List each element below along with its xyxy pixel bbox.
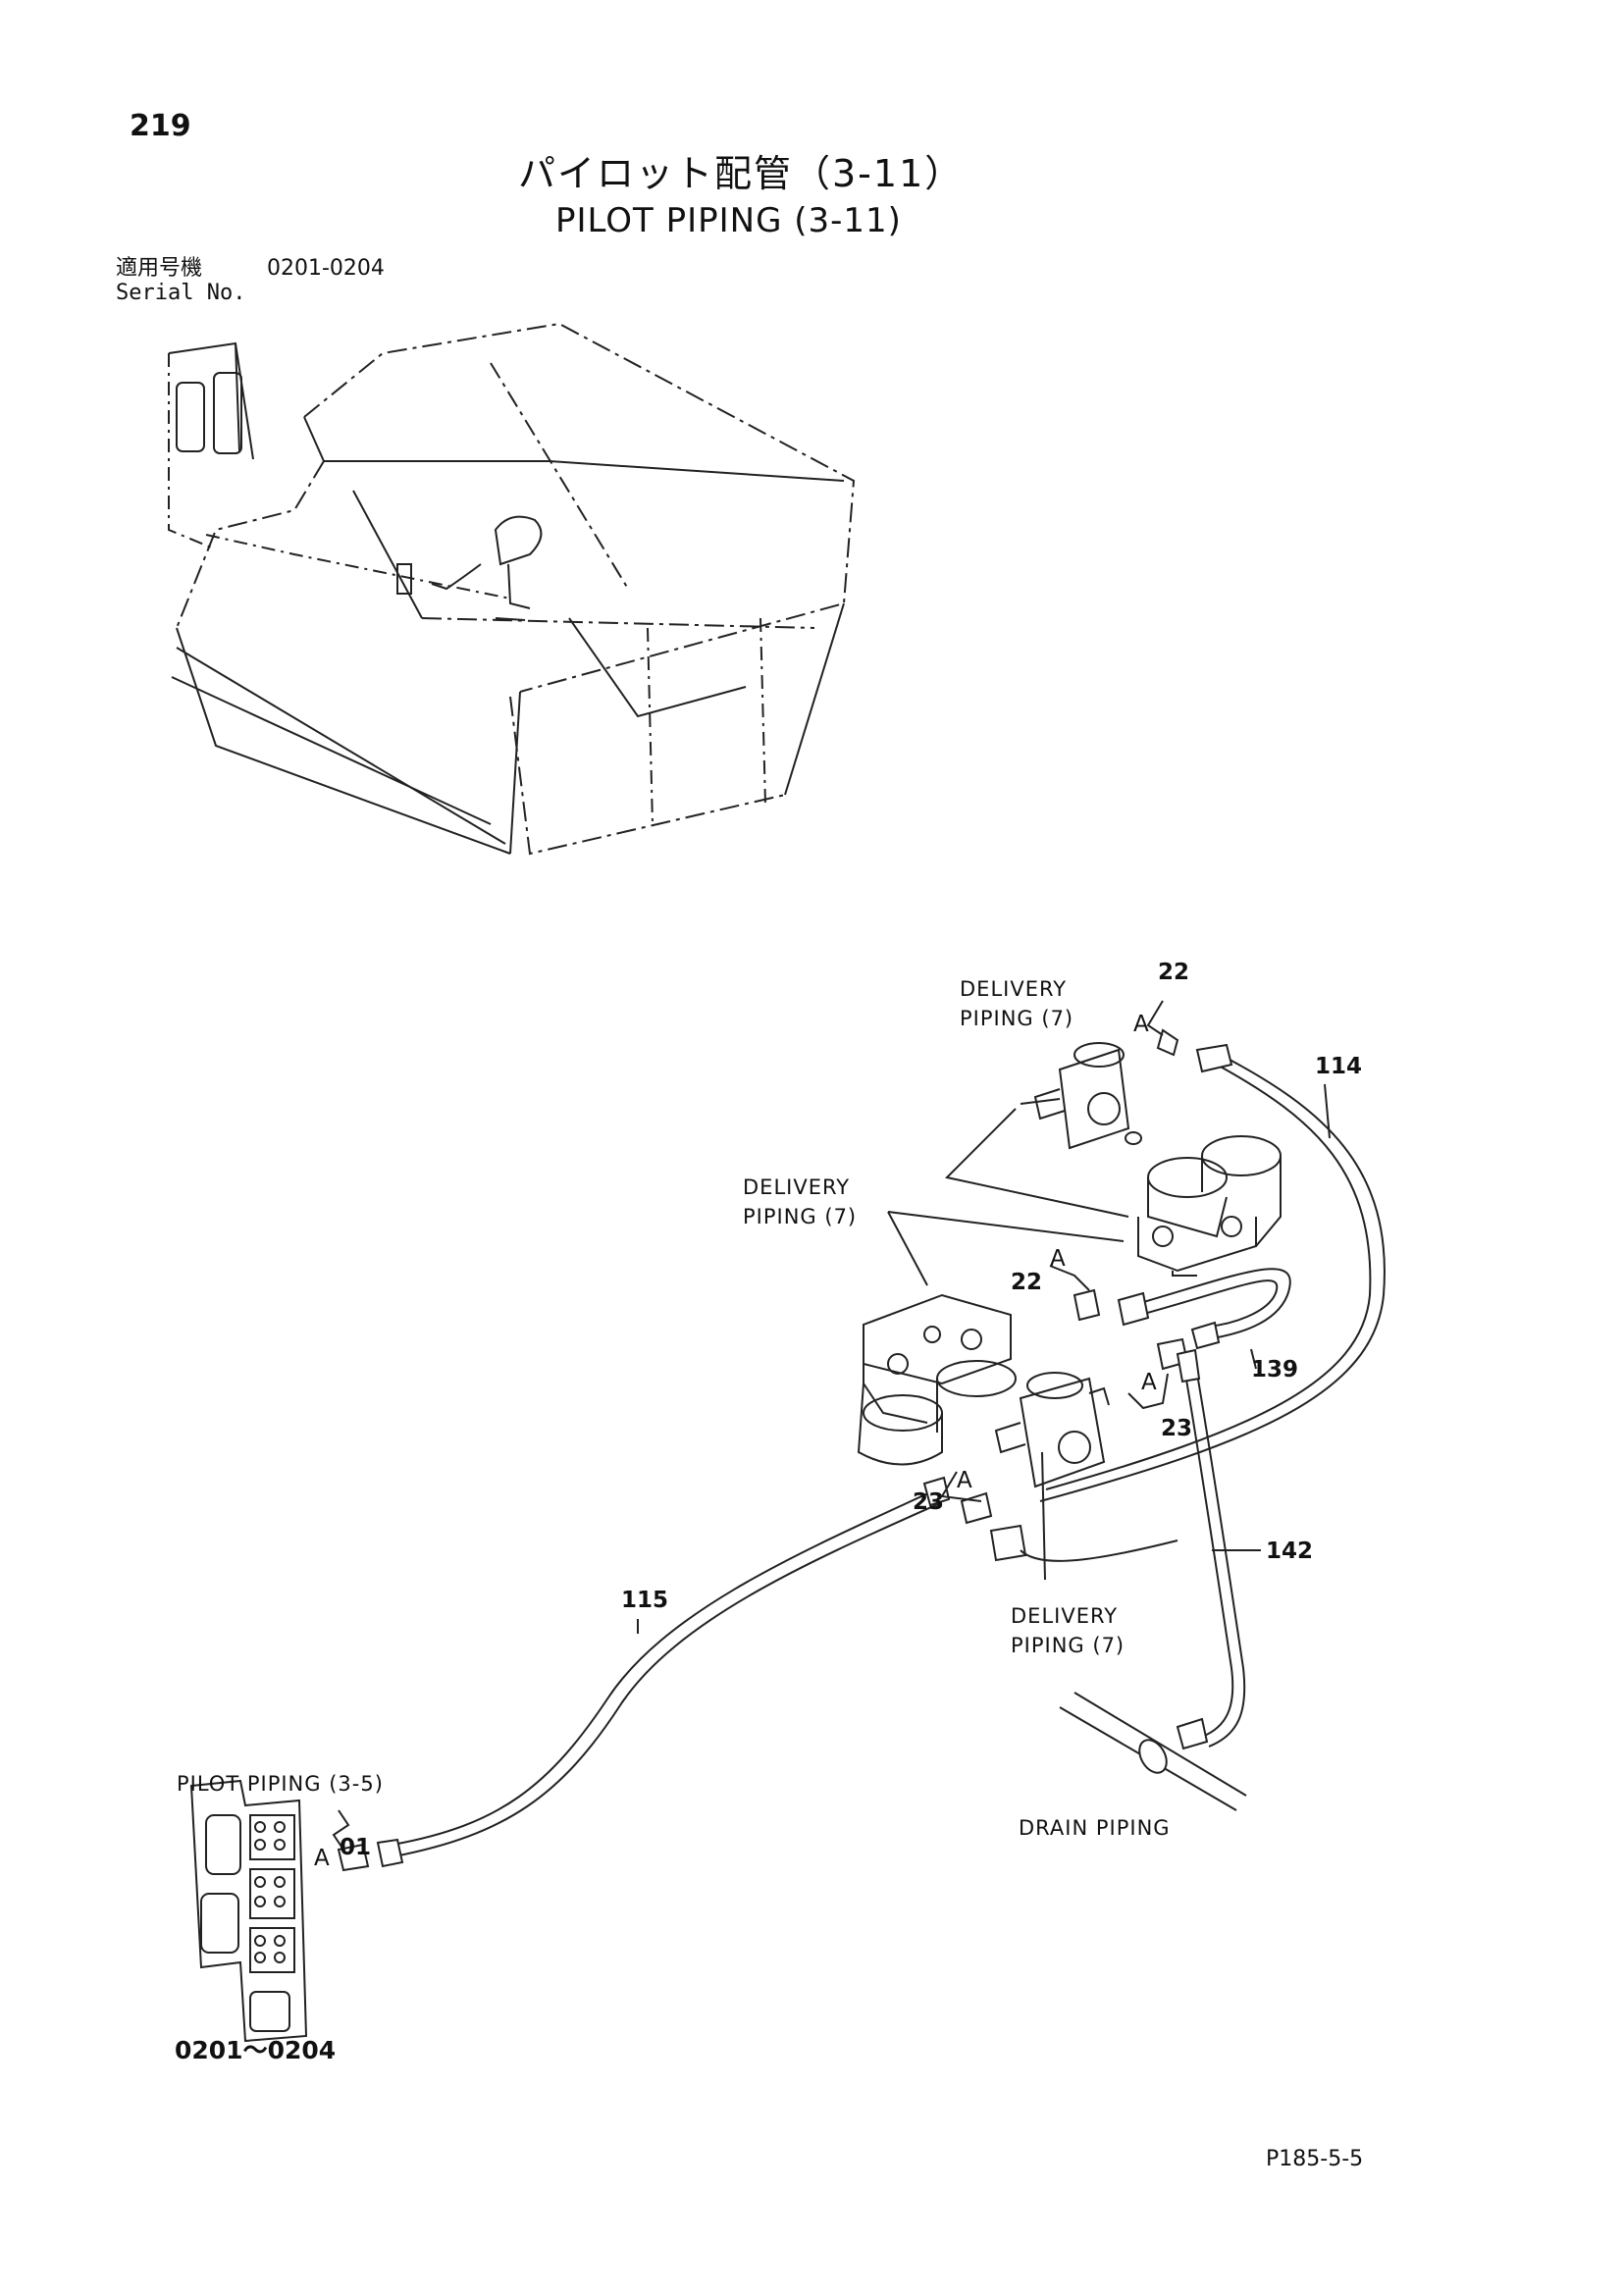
part-num-139: 139 (1251, 1357, 1299, 1383)
pilot-valve-pair-left (857, 1293, 1017, 1466)
part-num-23-right: 23 (1161, 1416, 1193, 1441)
page-title-en: PILOT PIPING (3-11) (555, 201, 902, 240)
label-delivery-2-line2: PIPING (7) (743, 1205, 858, 1228)
part-num-114: 114 (1315, 1054, 1363, 1079)
part-num-115: 115 (621, 1588, 669, 1613)
pilot-valve-upper (1020, 1042, 1142, 1150)
footer-code: P185-5-5 (1266, 2147, 1364, 2171)
label-delivery-2-line1: DELIVERY (743, 1175, 851, 1199)
part-num-22-top: 22 (1158, 960, 1190, 985)
label-delivery-1-line2: PIPING (7) (960, 1007, 1074, 1030)
serial-label-en: Serial No. (116, 281, 246, 305)
pilot-valve-pair-right (1137, 1135, 1282, 1277)
serial-value: 0201-0204 (267, 256, 385, 281)
callout-a-3: A (1141, 1370, 1157, 1395)
serial-label-jp: 適用号機 (116, 256, 203, 281)
leader-delivery-1 (944, 1108, 1129, 1218)
part-num-142: 142 (1266, 1539, 1314, 1564)
label-drain-piping: DRAIN PIPING (1019, 1816, 1171, 1840)
part-num-01: 01 (340, 1835, 372, 1860)
page-title-jp: パイロット配管（3-11） (518, 152, 965, 195)
machine-overview (168, 322, 856, 856)
callout-a-5: A (314, 1846, 330, 1871)
part-num-23-left: 23 (913, 1489, 945, 1515)
callout-a-4: A (957, 1468, 972, 1493)
label-delivery-3-line1: DELIVERY (1011, 1604, 1119, 1628)
page-number: 219 (130, 109, 191, 143)
label-pilot-piping-ref: PILOT PIPING (3-5) (177, 1772, 384, 1796)
leader-delivery-2b (887, 1211, 1125, 1242)
label-delivery-3-line2: PIPING (7) (1011, 1634, 1126, 1657)
part-num-22-mid: 22 (1011, 1270, 1043, 1295)
callout-a-1: A (1133, 1012, 1149, 1037)
leader-delivery-2a (887, 1211, 928, 1286)
control-console (189, 1779, 308, 2043)
callout-a-2: A (1050, 1246, 1066, 1272)
serial-range-label: 0201～0204 (175, 2036, 337, 2064)
leader-delivery-3 (1041, 1451, 1046, 1581)
pilot-valve-lower (994, 1372, 1110, 1488)
label-delivery-1-line1: DELIVERY (960, 977, 1068, 1001)
